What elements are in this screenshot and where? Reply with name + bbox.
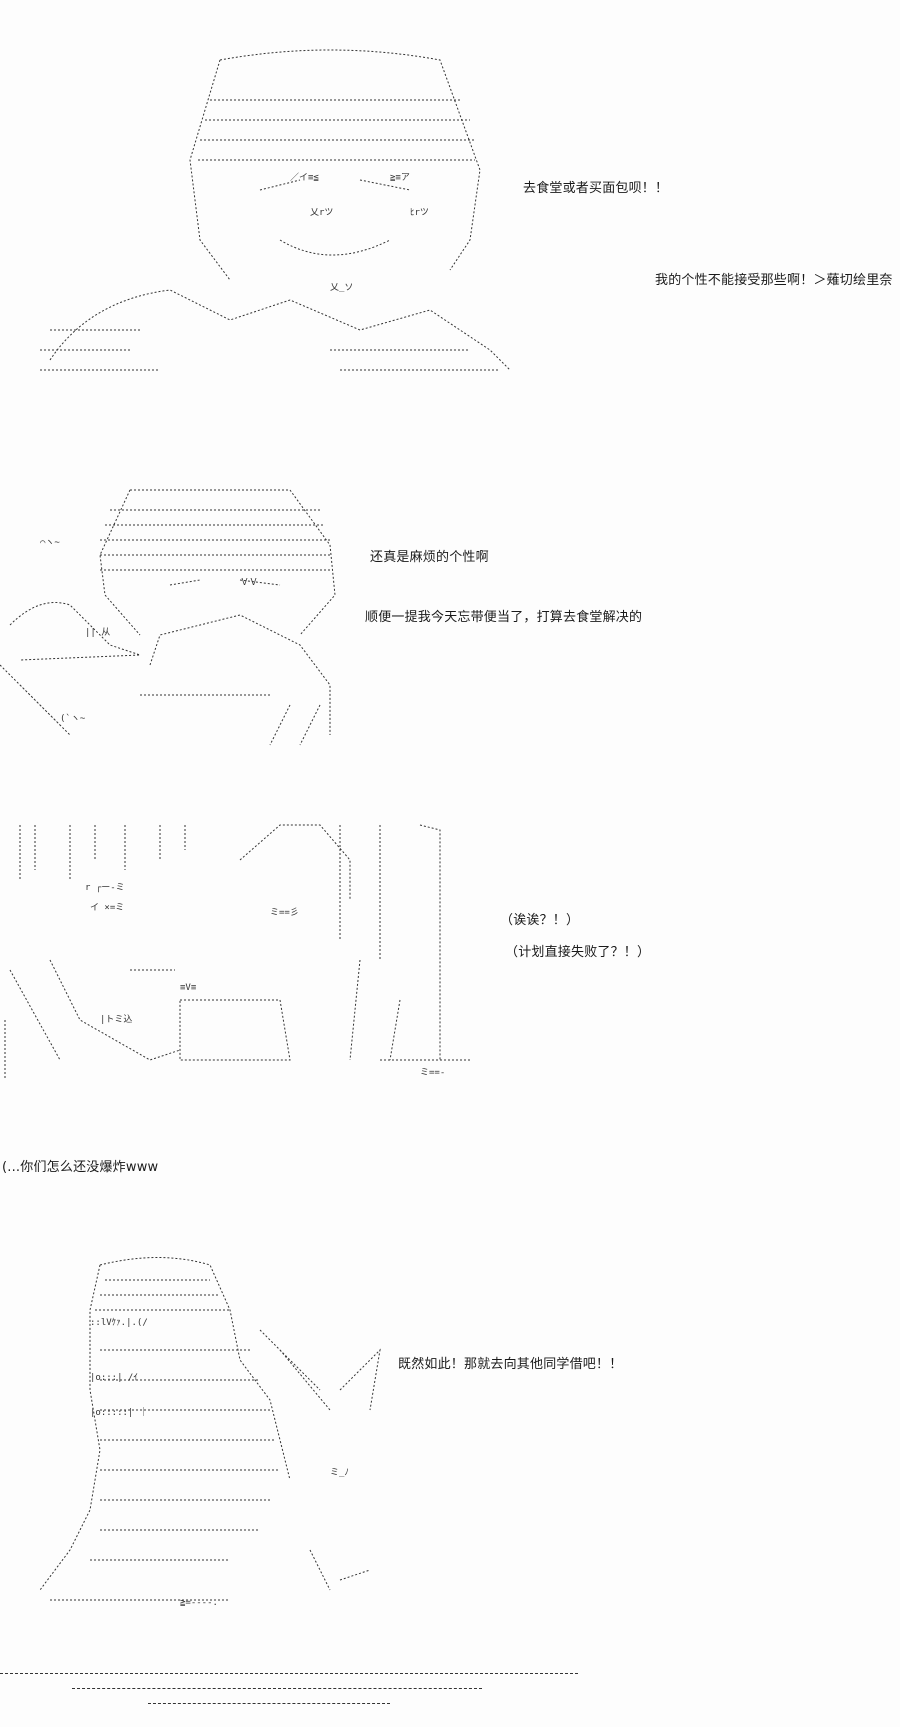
svg-text:ＶＶ: ＶＶ: [240, 578, 258, 588]
dialogue-line: 我的个性不能接受那些啊！＞薙切绘里奈: [655, 273, 893, 288]
svg-text:ミ==彡: ミ==彡: [270, 907, 299, 918]
svg-text:(`ヽ~: (`ヽ~: [60, 713, 86, 724]
ascii-art-figure-4: ::lVｹｧ.|.(/ |o:::| /ｲ |o:::::| ｜ ミ_ﾉ ≧=-…: [30, 1250, 410, 1620]
separator-rule: [72, 1688, 482, 1689]
svg-text:|o:::| /ｲ: |o:::| /ｲ: [90, 1373, 138, 1383]
dialogue-line: 既然如此！那就去向其他同学借吧！！: [398, 1357, 623, 1372]
panel-4: ::lVｹｧ.|.(/ |o:::| /ｲ |o:::::| ｜ ミ_ﾉ ≧=-…: [0, 1250, 900, 1630]
dialogue-line: 还真是麻烦的个性啊: [370, 550, 489, 565]
svg-text:|| 从: || 从: [85, 627, 110, 638]
panel-1: ／イ≡≦ ≧≡ア 乂rツ ﾋrツ 乂_ソ 去食堂或者买面包呗！！ 我的个性不能接…: [0, 0, 900, 420]
separator-rule: [0, 1673, 578, 1674]
svg-text:⌒ヽ~: ⌒ヽ~: [40, 538, 60, 548]
dialogue-line: 去食堂或者买面包呗！！: [523, 181, 669, 196]
dialogue-line: （计划直接失败了？！）: [505, 945, 651, 960]
dialogue-line: 顺便一提我今天忘带便当了，打算去食堂解决的: [365, 610, 643, 625]
dialogue-line: （诶诶？！）: [500, 913, 580, 928]
svg-text:≧=----.: ≧=----.: [180, 1598, 218, 1608]
svg-text:::lVｹｧ.|.(/: ::lVｹｧ.|.(/: [90, 1317, 148, 1328]
svg-text:|トミ込: |トミ込: [100, 1014, 132, 1025]
panel-3: r ┌ー-ミ イ ×=ミ ミ==彡 ≡V≡ |トミ込 ミ==- （诶诶？！） （…: [0, 800, 900, 1100]
svg-text:ﾋrツ: ﾋrツ: [410, 207, 429, 218]
svg-text:ミ_ﾉ: ミ_ﾉ: [330, 1468, 349, 1478]
svg-text:|o:::::| ｜: |o:::::| ｜: [90, 1407, 148, 1418]
narration-caption: (...你们怎么还没爆炸www: [2, 1160, 159, 1175]
ascii-art-figure-1: ／イ≡≦ ≧≡ア 乂rツ ﾋrツ 乂_ソ: [30, 40, 550, 400]
svg-text:≡V≡: ≡V≡: [180, 983, 197, 993]
svg-text:／イ≡≦: ／イ≡≦: [290, 172, 319, 183]
separator-rule: [148, 1703, 390, 1704]
svg-text:≧≡ア: ≧≡ア: [390, 173, 410, 183]
svg-text:ミ==-: ミ==-: [420, 1068, 445, 1078]
svg-text:r ┌ー-ミ: r ┌ー-ミ: [85, 883, 125, 893]
svg-text:イ ×=ミ: イ ×=ミ: [90, 903, 124, 913]
svg-text:乂rツ: 乂rツ: [310, 208, 333, 218]
svg-text:乂_ソ: 乂_ソ: [330, 283, 353, 293]
ascii-art-figure-3: r ┌ー-ミ イ ×=ミ ミ==彡 ≡V≡ |トミ込 ミ==-: [0, 820, 480, 1100]
ascii-art-figure-2: ⌒ヽ~ ＶＶ || 从 (`ヽ~: [0, 485, 380, 765]
panel-2: ⌒ヽ~ ＶＶ || 从 (`ヽ~ 还真是麻烦的个性啊 顺便一提我今天忘带便当了，…: [0, 470, 900, 770]
